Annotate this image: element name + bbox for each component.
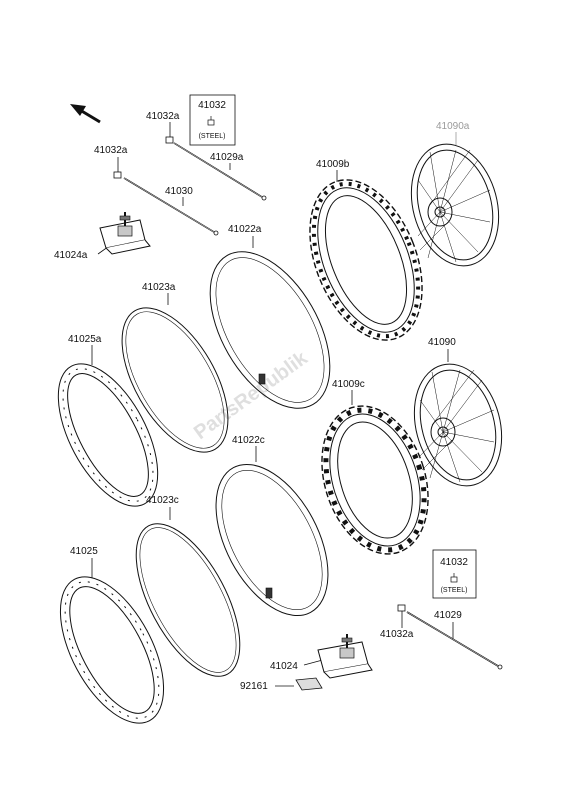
- label-41032a-top: 41032a: [146, 111, 180, 122]
- label-41022c: 41022c: [232, 435, 265, 446]
- label-41032-box-top: 41032: [198, 100, 226, 111]
- part-41009c-tire: [321, 405, 429, 555]
- part-41032a-nipple-top: [165, 136, 174, 144]
- part-41024a-rim-lock: [99, 212, 151, 255]
- label-41024: 41024: [270, 661, 298, 672]
- part-41025a-rim: [57, 363, 159, 507]
- label-41023c: 41023c: [146, 495, 179, 506]
- label-41090a: 41090a: [436, 121, 470, 132]
- box-note-top: (STEEL): [199, 133, 226, 140]
- front-direction-arrow: [70, 104, 101, 124]
- label-41023a: 41023a: [142, 282, 176, 293]
- steel-spoke-box-bottom: 41032 (STEEL): [432, 549, 477, 599]
- label-41009c: 41009c: [332, 379, 365, 390]
- part-41090a-wheel-assembly: [410, 143, 500, 267]
- watermark-text: PartsRepublik: [190, 347, 312, 444]
- part-41023c-rim-band: [135, 523, 241, 677]
- label-41090: 41090: [428, 337, 456, 348]
- label-41025: 41025: [70, 546, 98, 557]
- part-41022c-inner-tube: [215, 463, 329, 617]
- label-41022a: 41022a: [228, 224, 262, 235]
- label-41030: 41030: [165, 186, 193, 197]
- box-note-bottom: (STEEL): [441, 587, 468, 594]
- part-41032a-nipple-bottom: [397, 604, 406, 612]
- spoke-nipple-icon: [450, 573, 458, 583]
- label-92161: 92161: [240, 681, 268, 692]
- part-41029a-spoke: [173, 142, 267, 201]
- part-92161-pad: [295, 677, 323, 691]
- part-41022a-inner-tube: [209, 251, 331, 409]
- label-41032-box-bottom: 41032: [440, 557, 468, 568]
- part-41009b-tire: [309, 179, 423, 341]
- part-41030-spoke: [123, 177, 219, 236]
- label-41009b: 41009b: [316, 159, 350, 170]
- part-41029-spoke: [406, 611, 503, 670]
- part-41032a-nipple-left: [113, 171, 122, 179]
- label-41029a: 41029a: [210, 152, 244, 163]
- steel-spoke-box-top: 41032 (STEEL): [189, 94, 236, 146]
- label-41029: 41029: [434, 610, 462, 621]
- label-41032a-left: 41032a: [94, 145, 128, 156]
- part-41090-wheel-assembly: [413, 363, 503, 487]
- part-41025-rim: [59, 576, 165, 724]
- spoke-nipple-icon: [207, 116, 215, 126]
- label-41025a: 41025a: [68, 334, 102, 345]
- part-41023a-rim-band: [121, 307, 229, 453]
- part-41024-rim-lock: [317, 634, 373, 679]
- label-41024a: 41024a: [54, 250, 88, 261]
- label-41032a-bottom: 41032a: [380, 629, 414, 640]
